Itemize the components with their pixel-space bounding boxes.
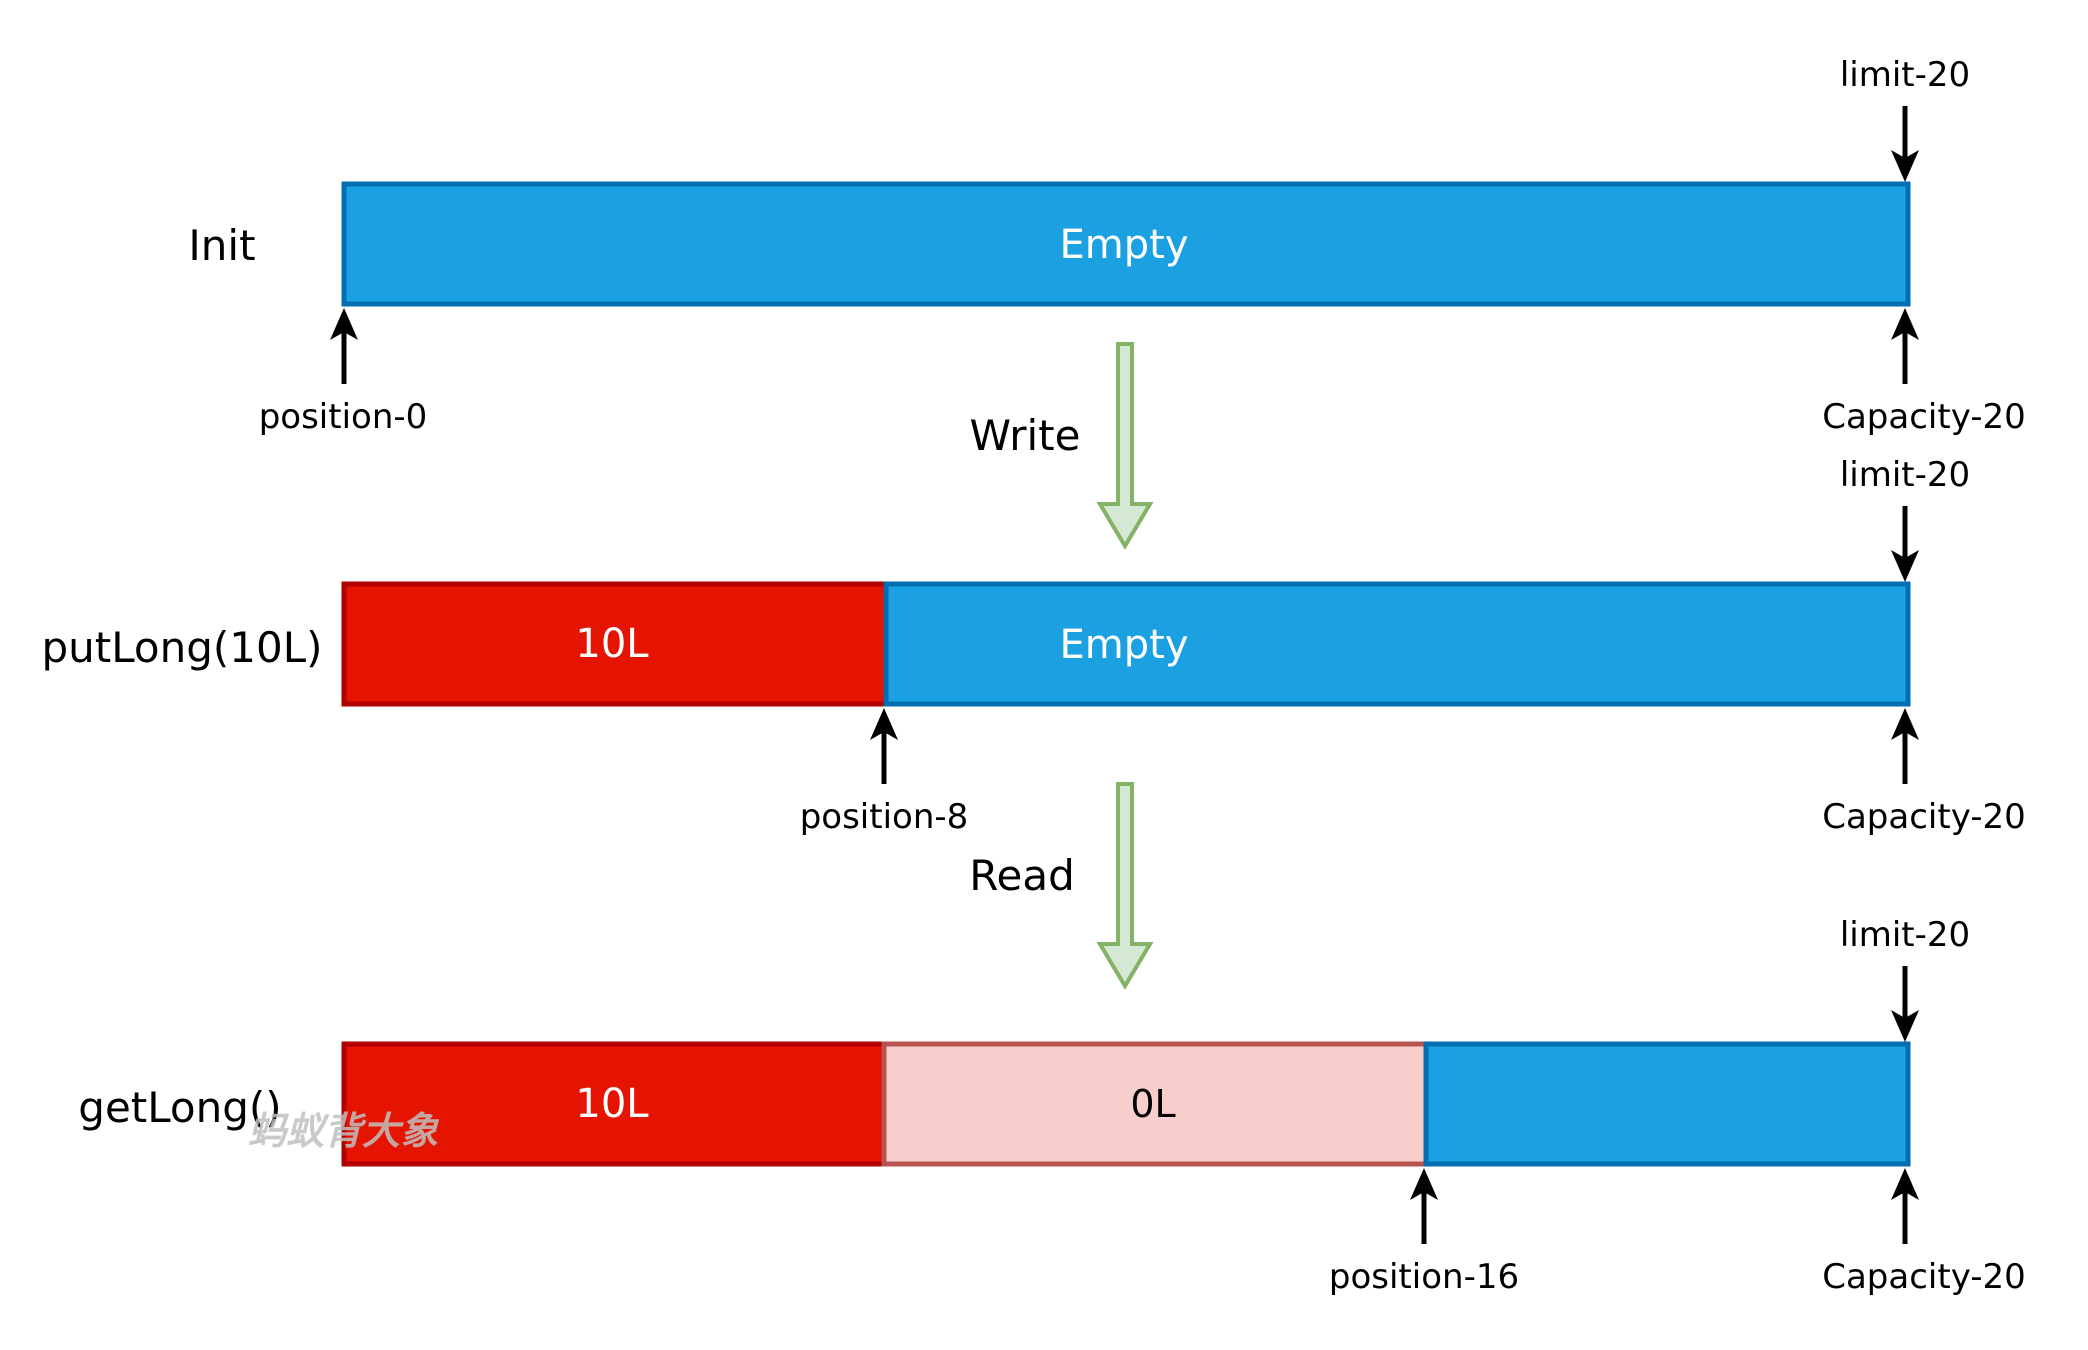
segment-label-read: 0L	[1130, 1082, 1175, 1126]
down-arrow-icon	[1096, 782, 1154, 990]
position-label: position-8	[800, 797, 969, 837]
limit-arrow-icon	[1891, 966, 1919, 1042]
buffer-empty-region	[341, 181, 1911, 307]
transition-label-write: Write	[970, 411, 1081, 460]
limit-label: limit-20	[1840, 55, 1970, 95]
buffer-empty-region	[1423, 1041, 1911, 1167]
segment-label-data: 10L	[575, 1081, 649, 1127]
buffer-read-region	[881, 1041, 1429, 1167]
capacity-label: Capacity-20	[1822, 397, 2026, 437]
row-label-putlong: putLong(10L)	[42, 623, 323, 672]
limit-label: limit-20	[1840, 915, 1970, 955]
transition-label-read: Read	[969, 851, 1075, 900]
position-arrow-icon	[870, 708, 898, 784]
buffer-empty-region	[883, 581, 1911, 707]
position-label: position-16	[1329, 1257, 1519, 1297]
limit-label: limit-20	[1840, 455, 1970, 495]
capacity-arrow-icon	[1891, 708, 1919, 784]
capacity-arrow-icon	[1891, 1168, 1919, 1244]
down-arrow-icon	[1096, 342, 1154, 550]
row-label-init: Init	[188, 221, 255, 270]
limit-arrow-icon	[1891, 506, 1919, 582]
segment-label-data: 10L	[575, 621, 649, 667]
watermark: 蚂蚁背大象	[248, 1109, 440, 1153]
segment-label-empty: Empty	[1060, 622, 1189, 668]
position-label: position-0	[259, 397, 428, 437]
position-arrow-icon	[1410, 1168, 1438, 1244]
limit-arrow-icon	[1891, 106, 1919, 182]
capacity-label: Capacity-20	[1822, 797, 2026, 837]
position-arrow-icon	[330, 308, 358, 384]
capacity-arrow-icon	[1891, 308, 1919, 384]
capacity-label: Capacity-20	[1822, 1257, 2026, 1297]
row-label-getlong: getLong()	[78, 1083, 281, 1132]
segment-label-empty: Empty	[1060, 222, 1189, 268]
buffer-data-region	[341, 1041, 887, 1167]
